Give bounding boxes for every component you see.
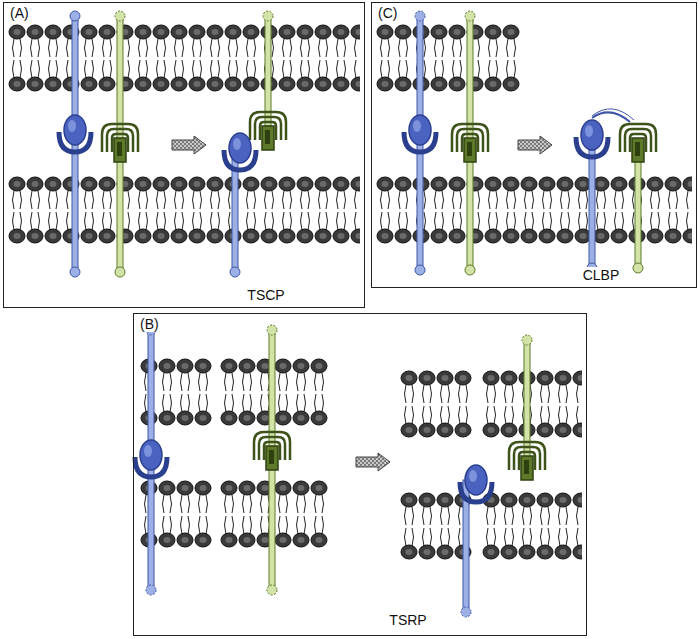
panel-letter: (A): [8, 5, 31, 21]
panel-frame: (B) TSRP: [133, 313, 587, 636]
panel-label: TSRP: [387, 612, 428, 628]
panel-letter: (C): [376, 5, 399, 21]
panel-label: TSCP: [245, 287, 286, 303]
panel-frame: (A) TSCP: [3, 2, 365, 308]
panel-label: CLBP: [581, 267, 622, 283]
panel-letter: (B): [138, 316, 161, 332]
panel-frame: (C) CLBP: [371, 2, 697, 288]
